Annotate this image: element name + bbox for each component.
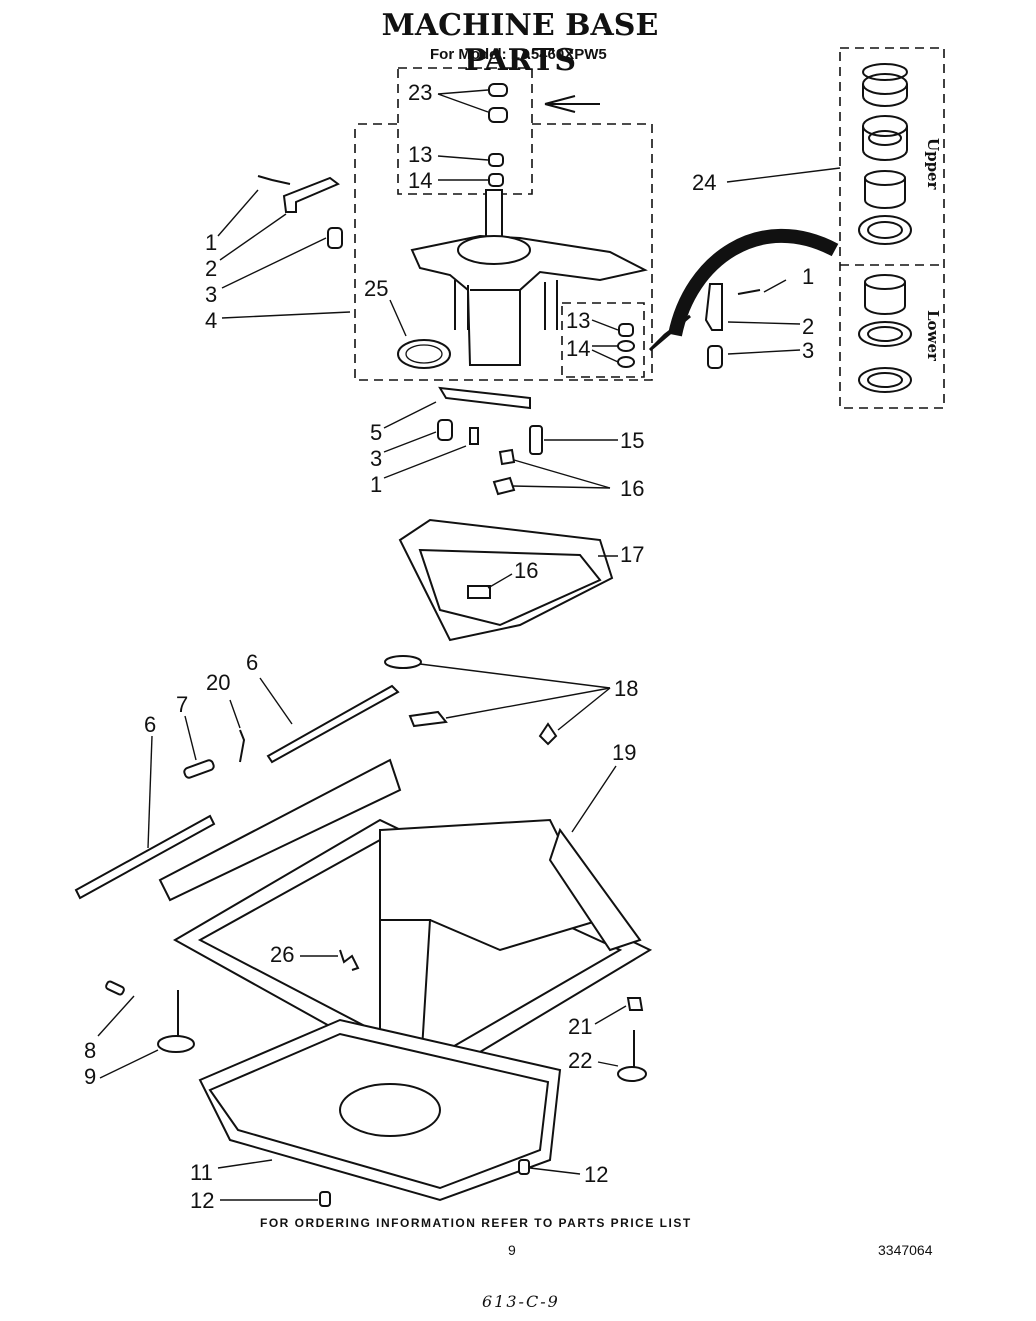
- callout-numbers: 23 13 14 24 1 2 3 4 25 1 2 3 13 14 5 3 1…: [84, 80, 814, 1213]
- callout-15: 15: [620, 428, 644, 453]
- fastener-group-box: [397, 67, 533, 195]
- callout-26: 26: [270, 942, 294, 967]
- callout-16-frame: 16: [514, 558, 538, 583]
- leader-lines: [97, 89, 841, 1201]
- callout-5: 5: [370, 420, 382, 445]
- handwritten-note: 613-C-9: [482, 1292, 560, 1311]
- callout-11: 11: [190, 1160, 213, 1185]
- upper-bearings: [858, 63, 912, 245]
- callout-3: 3: [205, 282, 217, 307]
- callout-2: 2: [205, 256, 217, 281]
- callout-14: 14: [408, 168, 432, 193]
- callout-17: 17: [620, 542, 644, 567]
- callout-16: 16: [620, 476, 644, 501]
- callout-23: 23: [408, 80, 432, 105]
- lower-fasteners: [617, 323, 635, 368]
- page-number: 9: [508, 1242, 516, 1258]
- spring-15: [529, 425, 543, 455]
- callout-12-right: 12: [584, 1162, 608, 1187]
- bearing-kit-box: [839, 47, 945, 409]
- callout-22: 22: [568, 1048, 592, 1073]
- callout-14-lower: 14: [566, 336, 590, 361]
- right-bracket: [704, 283, 761, 369]
- bracket-5: [438, 386, 531, 410]
- callout-9: 9: [84, 1064, 96, 1089]
- callout-25: 25: [364, 276, 388, 301]
- legs: [105, 980, 647, 1207]
- page-title: MACHINE BASE PARTS: [381, 8, 659, 78]
- model-subtitle: For Model: LA5460XPW5: [430, 46, 607, 63]
- callout-1-mid: 1: [370, 472, 382, 497]
- gearcase-fasteners: [488, 83, 508, 187]
- ordering-footer: FOR ORDERING INFORMATION REFER TO PARTS …: [260, 1216, 692, 1230]
- lower-fastener-box: [561, 302, 645, 378]
- transmission: [410, 189, 648, 366]
- callout-8: 8: [84, 1038, 96, 1063]
- callout-12-left: 12: [190, 1188, 214, 1213]
- frame-17: [398, 518, 614, 642]
- callout-24: 24: [692, 170, 716, 195]
- callout-3-mid: 3: [370, 446, 382, 471]
- callout-6-upper: 6: [246, 650, 258, 675]
- gearcase-group-box: [354, 123, 653, 381]
- left-bracket: [257, 175, 343, 249]
- callout-19: 19: [612, 740, 636, 765]
- clips-18: [384, 655, 558, 746]
- callout-6-lower: 6: [144, 712, 156, 737]
- ring-25: [397, 339, 451, 369]
- clip-26: [339, 949, 360, 971]
- callout-7: 7: [176, 692, 188, 717]
- bottom-pan-11: [198, 1018, 562, 1202]
- callout-2-right: 2: [802, 314, 814, 339]
- callout-1-right: 1: [802, 264, 814, 289]
- curved-arrow: [668, 228, 839, 337]
- callout-13-lower: 13: [566, 308, 590, 333]
- lower-label: Lower: [924, 310, 942, 362]
- document-number: 3347064: [878, 1242, 933, 1258]
- callout-1: 1: [205, 230, 217, 255]
- callout-13: 13: [408, 142, 432, 167]
- upper-label: Upper: [924, 138, 942, 191]
- rails: [74, 684, 400, 900]
- callout-20: 20: [206, 670, 230, 695]
- lower-bearings: [858, 274, 912, 393]
- direction-arrow: [544, 95, 600, 113]
- callout-18: 18: [614, 676, 638, 701]
- callout-4: 4: [205, 308, 217, 333]
- callout-21: 21: [568, 1014, 592, 1039]
- callout-3-right: 3: [802, 338, 814, 363]
